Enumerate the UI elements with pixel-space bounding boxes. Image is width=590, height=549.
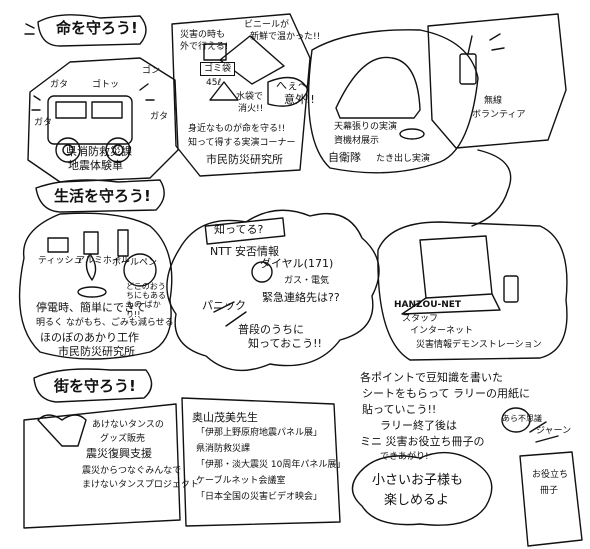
booklet-1: お役立ち [532, 470, 569, 480]
cloud-box-label: 知ってる? [214, 223, 264, 236]
living-caption-3: ほのぼのあかり工作 [40, 331, 139, 344]
rally-cloud [351, 407, 583, 547]
laptop-screen-text: HANZOU-NET [394, 300, 462, 310]
sdf-line-2: 資機材展示 [334, 136, 380, 146]
kid-comment: どこのおうちにもあるもの ばかり!! [126, 282, 166, 319]
item-foil: アルミホイル [76, 256, 130, 266]
radio-line-2: ボランティア [472, 110, 526, 120]
tent-caption-2: 知って得する実演コーナー [188, 138, 296, 148]
sdf-line-4: たき出し実演 [376, 154, 431, 164]
cloud-line-7: 知っておこう!! [248, 337, 322, 350]
garbage-bag-label: ゴミ袋 [200, 62, 236, 77]
section-title-town: 街を守ろう! [54, 377, 136, 395]
quake-truck-panel [27, 57, 179, 183]
cloud-line-1: NTT 安否情報 [210, 245, 279, 258]
section-title-life: 命を守ろう! [56, 19, 138, 37]
sdf-line-3: 自衛隊 [328, 151, 361, 164]
radio-panel [427, 13, 567, 227]
section-title-living: 生活を守ろう! [54, 187, 151, 205]
town-left-5: まけないタンスプロジェクト [82, 480, 199, 490]
light-craft-panel [18, 212, 173, 360]
section-badge-life [24, 14, 147, 47]
laptop-panel [377, 221, 568, 361]
town-right-6: 「日本全国の災害ビデオ映会」 [196, 492, 323, 502]
item-tissue: ティッシュ [38, 256, 83, 266]
town-right-1: 奥山茂美先生 [192, 411, 258, 424]
cloud-line-5: パニック [202, 299, 246, 312]
town-right-2: 「伊那上野原府地震パネル展」 [196, 428, 323, 438]
radio-line-1: 無線 [484, 96, 503, 106]
town-right-panel [181, 397, 341, 527]
info-cloud [166, 209, 380, 372]
cloud-line-2: ダイヤル(171) [260, 257, 334, 270]
rally-line-6: できあがり! [380, 452, 429, 462]
sfx-2: ゴン [142, 66, 161, 76]
sfx-1: ガタ [50, 80, 69, 90]
quake-caption-2: 地震体験車 [68, 159, 123, 172]
rally-line-3: 貼っていこう!! [362, 403, 437, 416]
sfx-3: ガタ [34, 118, 53, 128]
rally-cloud-2: 楽しめるよ [384, 493, 450, 508]
sfx-4: ガタ [150, 112, 169, 122]
tent-comment-1: へぇ～ [276, 79, 309, 92]
tent-note-1: 災害の時も [180, 30, 226, 40]
booklet-2: 冊子 [540, 486, 559, 496]
cloud-line-4: 緊急連絡先は?? [262, 291, 340, 304]
town-left-2: グッズ販売 [100, 434, 146, 444]
tent-org: 市民防災研究所 [206, 153, 283, 166]
sdf-panel [307, 29, 479, 174]
water-note-1: 水袋で [236, 92, 264, 102]
town-right-3: 県消防救災課 [196, 444, 251, 454]
laptop-line-1: インターネット [410, 326, 474, 336]
rally-line-4: ラリー終了後は [380, 419, 457, 432]
living-org: 市民防災研究所 [58, 345, 135, 358]
town-left-3: 震災復興支援 [86, 447, 152, 460]
town-left-4: 震災からつなぐみんなで [82, 466, 182, 476]
tent-note-2: 外で行える! [180, 42, 229, 52]
sfx-5: ゴトッ [92, 80, 120, 90]
tent-caption-1: 身近なものが命を守る!! [188, 124, 286, 134]
living-caption-1: 停電時、簡単にできて [36, 301, 146, 314]
rally-line-2: シートをもらって ラリーの用紙に [362, 387, 530, 400]
town-right-4: 「伊那・淡大震災 10周年パネル展」 [196, 460, 346, 470]
cloud-line-3: ガス・電気 [284, 276, 330, 286]
laptop-line-2: 災害情報デモンストレーション [416, 340, 542, 350]
town-left-1: あけないタンスの [92, 420, 164, 430]
tent-note-4: 新鮮で温かった!! [250, 32, 321, 42]
quake-caption-1: 県消防救災課 [66, 145, 132, 158]
town-right-5: ケーブルネット会議室 [196, 476, 286, 486]
rally-jan: ジャーン [536, 426, 572, 436]
laptop-sub: スタッフ [402, 314, 439, 324]
garbage-bag-size: 45ℓ [206, 78, 222, 88]
rally-cloud-1: 小さいお子様も [372, 473, 464, 488]
item-pen: ボールペン [112, 258, 158, 268]
rally-bubble: あら不思議 [502, 414, 542, 423]
water-note-2: 消火!! [238, 104, 264, 114]
rally-line-1: 各ポイントで豆知識を書いた [360, 371, 503, 384]
section-badge-living [35, 179, 165, 213]
cloud-line-6: 普段のうちに [238, 323, 304, 336]
town-left-panel [23, 403, 181, 529]
rally-line-5: ミニ 災害お役立ち冊子の [360, 435, 485, 448]
living-caption-2: 明るく ながもち、ごみも減らせる [36, 318, 174, 328]
tent-note-3: ビニールが [244, 20, 290, 30]
section-badge-town [33, 368, 153, 403]
sdf-line-1: 天幕張りの実演 [334, 122, 398, 132]
tent-comment-2: 意外!! [284, 93, 315, 106]
